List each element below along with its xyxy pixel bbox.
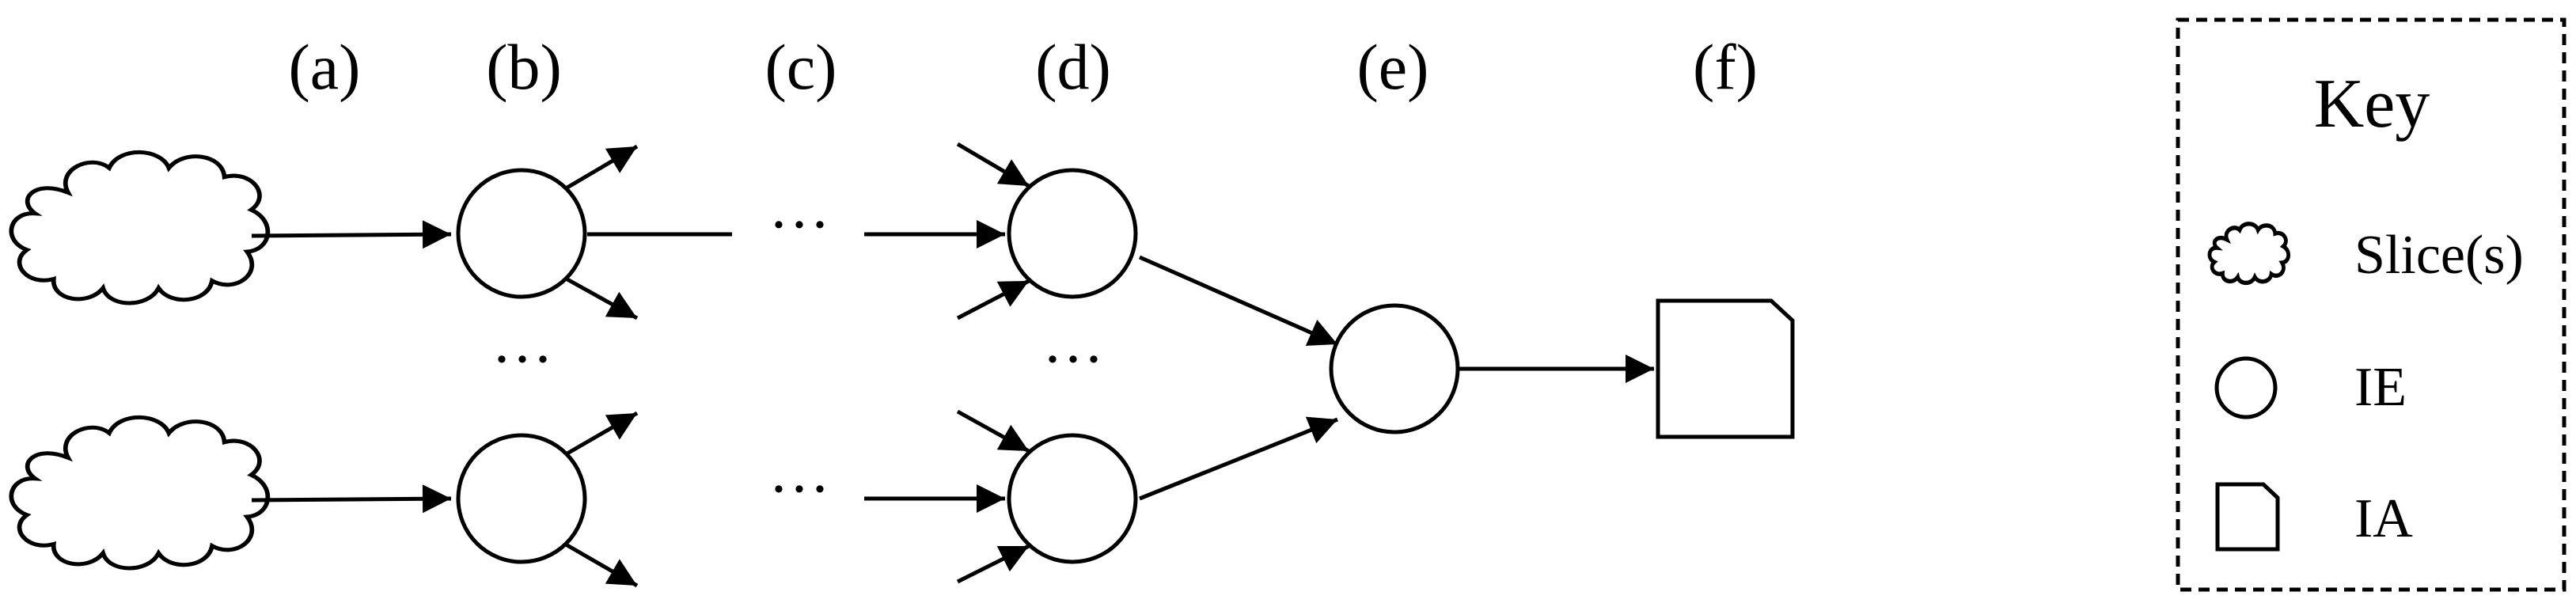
edge-out-up-top bbox=[564, 144, 639, 191]
ellipsis-group: ··· ··· ··· ··· bbox=[491, 190, 1104, 523]
stage-label-c: (c) bbox=[764, 31, 837, 103]
edge-d-to-e-bottom bbox=[1139, 416, 1338, 501]
edge-in-down-bottom bbox=[956, 544, 1030, 584]
edge-in-up-bottom bbox=[956, 409, 1030, 453]
edge-d-to-e-top bbox=[1138, 255, 1339, 347]
stage-label-b: (b) bbox=[486, 31, 562, 103]
stage-labels: (a) (b) (c) (d) (e) (f) bbox=[288, 31, 1757, 103]
ellipsis-top-c: ··· bbox=[768, 190, 830, 259]
slice-cloud-icon-bottom bbox=[11, 417, 267, 568]
ie-node-b-bottom bbox=[456, 433, 587, 564]
key-circle-icon bbox=[2214, 356, 2278, 419]
key-label-ia: IA bbox=[2354, 488, 2413, 549]
stage-label-e: (e) bbox=[1356, 31, 1428, 103]
stage-label-d: (d) bbox=[1035, 31, 1111, 103]
edge-in-up-top bbox=[956, 142, 1030, 188]
ie-node-d-bottom bbox=[1007, 433, 1138, 564]
ellipsis-between-d: ··· bbox=[1042, 324, 1104, 393]
ia-artifact-f bbox=[1656, 298, 1795, 439]
slice-cloud-icon-top bbox=[11, 152, 267, 303]
ellipsis-bottom-c: ··· bbox=[768, 454, 830, 523]
ellipsis-between-b: ··· bbox=[491, 324, 553, 393]
edge-slice-to-ie-top bbox=[251, 220, 452, 249]
edge-in-down-top bbox=[956, 279, 1030, 321]
key-label-ie: IE bbox=[2354, 357, 2407, 418]
key-legend: Key Slice(s) IE IA bbox=[2176, 17, 2567, 592]
ie-node-e-merge bbox=[1329, 303, 1460, 434]
ie-node-b-top bbox=[456, 168, 587, 299]
edge-out-down-bottom bbox=[564, 542, 639, 588]
stage-label-f: (f) bbox=[1693, 31, 1758, 103]
key-document-icon bbox=[2215, 482, 2280, 552]
key-cloud-icon bbox=[2210, 224, 2289, 283]
stage-label-a: (a) bbox=[288, 31, 360, 103]
ie-node-d-top bbox=[1007, 168, 1138, 299]
key-title: Key bbox=[2314, 66, 2430, 142]
key-label-slices: Slice(s) bbox=[2354, 225, 2524, 286]
edge-slice-to-ie-bottom bbox=[251, 484, 452, 514]
edge-out-down-top bbox=[564, 276, 639, 321]
edge-out-up-bottom bbox=[564, 411, 639, 457]
key-border bbox=[2176, 17, 2567, 592]
